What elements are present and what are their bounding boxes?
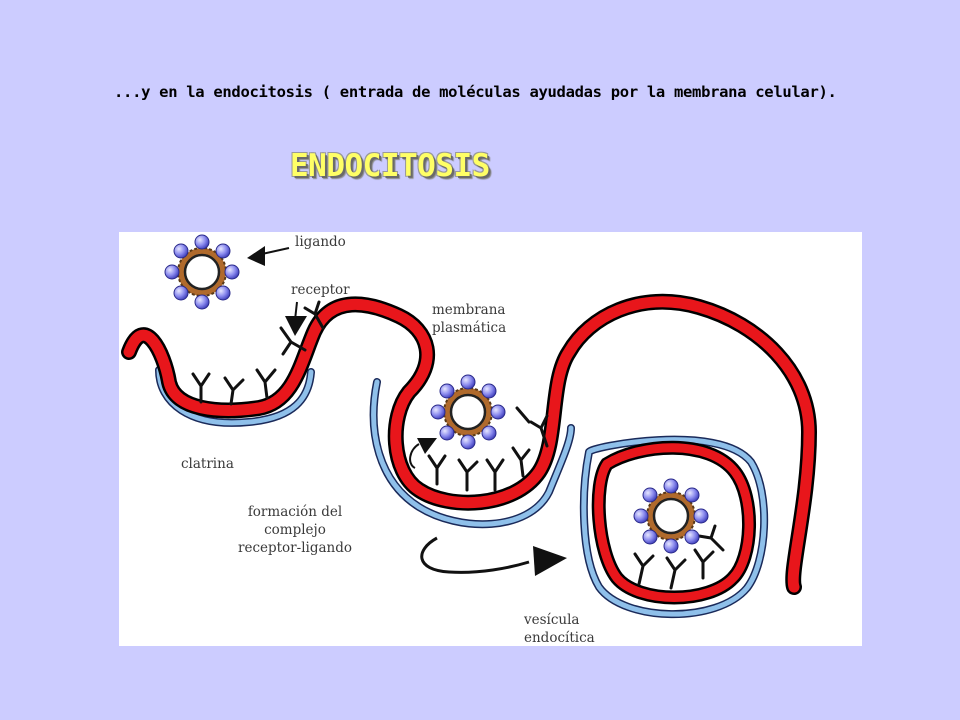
label-vesicula-line1: vesícula [523, 612, 579, 628]
label-ligando: ligando [295, 234, 346, 250]
ligand-particle [429, 373, 507, 451]
pointer-arrows [247, 246, 567, 576]
label-membrana-line1: membrana [432, 302, 505, 318]
plasma-membrane [121, 293, 817, 605]
label-vesicula-line2: endocítica [524, 630, 595, 646]
slide-title: ENDOCITOSIS [290, 148, 490, 184]
label-receptor: receptor [291, 282, 350, 298]
label-formacion-line3: receptor-ligando [238, 540, 352, 556]
intro-text: ...y en la endocitosis ( entrada de molé… [114, 83, 837, 101]
endocytosis-diagram: ligando receptor membrana plasmática cla… [119, 232, 862, 646]
receptors [191, 300, 725, 590]
ligand-particle [163, 233, 241, 311]
ligand-particle [632, 477, 710, 555]
label-clatrina: clatrina [181, 456, 234, 472]
label-membrana-line2: plasmática [432, 320, 506, 336]
label-formacion-line1: formación del [248, 504, 342, 520]
label-formacion-line2: complejo [264, 522, 326, 538]
